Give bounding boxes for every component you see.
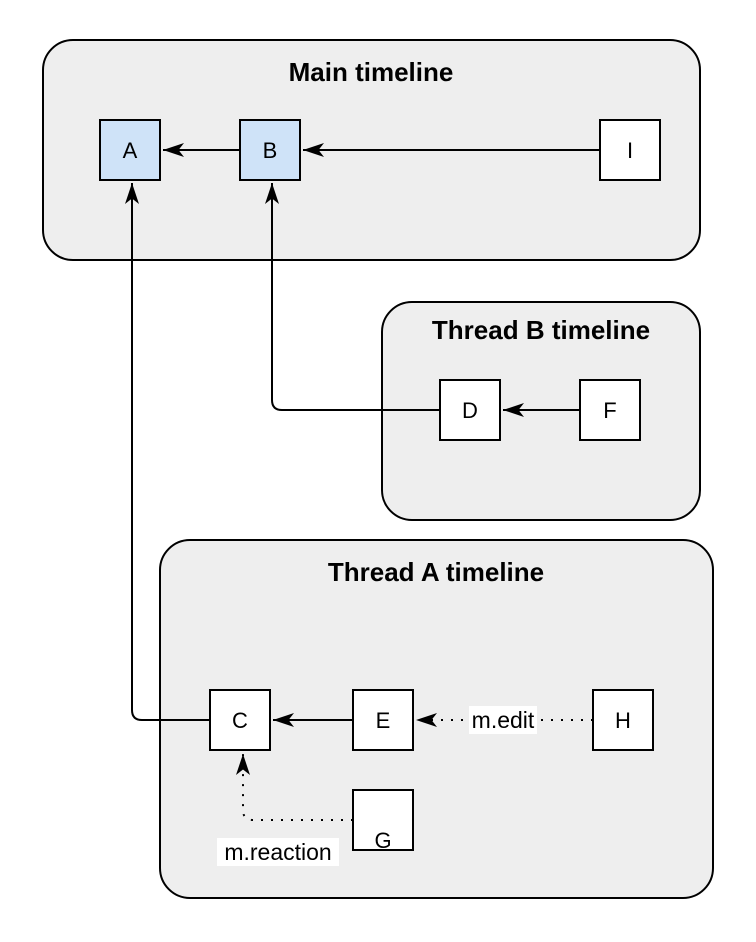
node-d: [439, 379, 501, 441]
edge-label-m-edit: m.edit: [472, 707, 535, 733]
node-e-label: E: [376, 708, 391, 733]
node-b-label: B: [263, 138, 278, 163]
node-a: [99, 119, 161, 181]
thread-b-timeline-title: Thread B timeline: [432, 315, 650, 345]
edge-c-to-a: [125, 183, 210, 721]
edge-label-m-reaction: m.reaction: [224, 839, 331, 865]
node-g-label: G: [374, 828, 391, 853]
node-d-label: D: [462, 398, 478, 423]
node-c-label: C: [232, 708, 248, 733]
node-i-label: I: [627, 138, 633, 163]
node-h: [592, 689, 654, 751]
main-timeline-title: Main timeline: [289, 57, 454, 87]
m-reaction-label-background: [217, 838, 339, 866]
node-i: [599, 119, 661, 181]
edge-g-to-c: [236, 754, 353, 821]
node-h-label: H: [615, 708, 631, 733]
thread-a-timeline-title: Thread A timeline: [328, 557, 544, 587]
node-a-label: A: [123, 138, 138, 163]
m-edit-label-background: [469, 706, 537, 734]
node-f: [579, 379, 641, 441]
node-e: [352, 689, 414, 751]
edge-d-to-b: [265, 183, 440, 411]
node-g: [352, 789, 414, 851]
node-f-label: F: [603, 398, 616, 423]
node-c: [209, 689, 271, 751]
node-b: [239, 119, 301, 181]
